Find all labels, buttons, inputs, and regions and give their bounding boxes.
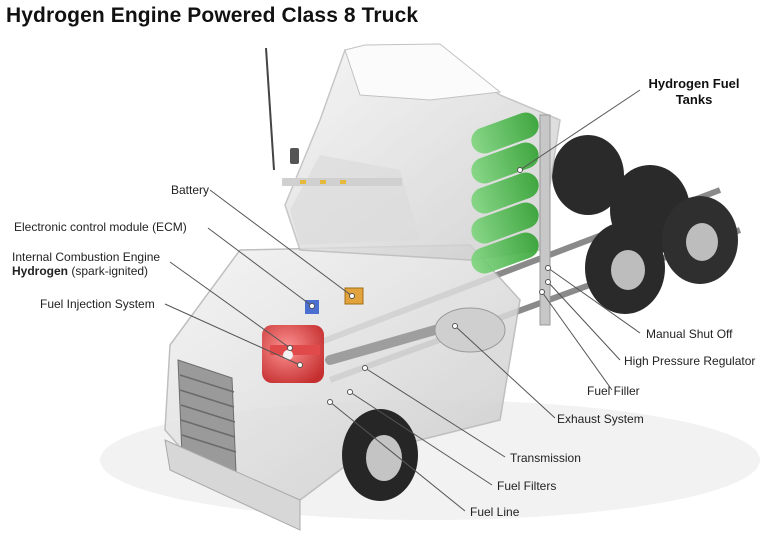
label-high-pressure-regulator: High Pressure Regulator (624, 354, 756, 368)
engine-block (262, 325, 324, 383)
label-exhaust-system: Exhaust System (557, 412, 644, 426)
side-mirror (290, 148, 299, 164)
page-title: Hydrogen Engine Powered Class 8 Truck (6, 4, 419, 27)
rear-wheels (552, 135, 738, 314)
exhaust-stack (539, 114, 551, 326)
label-fuel-line: Fuel Line (470, 505, 520, 519)
marker-lights (300, 180, 346, 184)
label-fuel-filters: Fuel Filters (497, 479, 557, 493)
label-battery: Battery (171, 183, 210, 197)
windshield (290, 155, 420, 245)
label-ice: Internal Combustion Engine Hydrogen (spa… (12, 250, 160, 278)
label-manual-shut-off: Manual Shut Off (646, 327, 733, 341)
front-wheel (342, 409, 418, 501)
label-fuel-injection: Fuel Injection System (40, 297, 155, 311)
leader-lines (164, 89, 641, 512)
exhaust-muffler (434, 307, 506, 353)
label-transmission: Transmission (510, 451, 581, 465)
label-fuel-filler: Fuel Filler (587, 384, 640, 398)
label-ice-line1: Internal Combustion Engine (12, 250, 161, 264)
hydrogen-tanks (471, 112, 539, 274)
label-ecm: Electronic control module (ECM) (14, 220, 187, 234)
cab-roof-fairing (344, 43, 502, 101)
label-ice-spark: (spark-ignited) (71, 264, 149, 278)
leader-dots (287, 167, 551, 405)
front-bumper (164, 439, 301, 531)
label-hydrogen-fuel-tanks: Hydrogen Fuel Tanks (648, 76, 740, 107)
label-ice-hydrogen: Hydrogen (12, 264, 69, 278)
grille (177, 359, 237, 473)
antenna (265, 47, 275, 171)
